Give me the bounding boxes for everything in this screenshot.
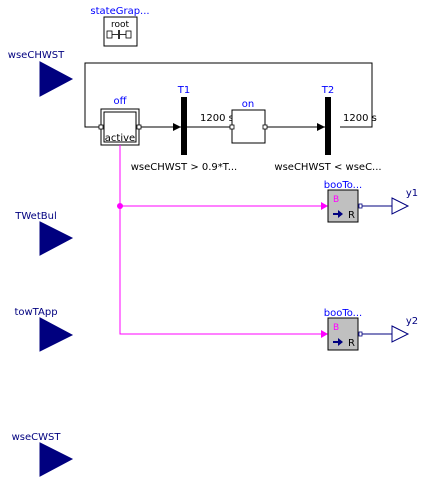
converter-2-arrow-icon	[333, 338, 343, 346]
transition-T2-arrow	[317, 123, 325, 131]
converter-2-box	[327, 317, 359, 351]
output-y1[interactable]: y1	[391, 188, 418, 215]
stategraph-box	[103, 16, 138, 47]
step-off[interactable]: off active	[98, 96, 142, 146]
loop-back-connection	[84, 62, 373, 128]
wire-active-to-converter-2	[119, 145, 322, 335]
input-TWetBul[interactable]: TWetBul	[14, 211, 74, 256]
converter-1-box	[327, 189, 359, 223]
transition-T1[interactable]: T1 1200 s wseCHWST > 0.9*T...	[131, 85, 237, 173]
input-wseCHWST[interactable]: wseCHWST	[8, 50, 74, 97]
step-on-in-port	[229, 124, 235, 130]
transition-T2-bar	[325, 97, 331, 155]
converter-2-name: booTo...	[324, 308, 362, 319]
input-wseCHWST-triangle	[39, 61, 74, 97]
transition-T1-name: T1	[177, 85, 190, 96]
output-y2-triangle	[391, 325, 410, 343]
converter-2-input-arrow	[321, 330, 328, 338]
step-off-active-label: active	[105, 133, 135, 144]
converter-1-out-port	[358, 203, 363, 209]
stategraph-icon	[106, 30, 132, 39]
stategraph-root-block[interactable]: stateGrap... root	[90, 6, 150, 47]
converter-booToReal-1[interactable]: booTo... B R	[324, 180, 392, 223]
transition-T1-condition: wseCHWST > 0.9*T...	[131, 162, 237, 173]
step-off-out-port	[136, 124, 142, 130]
step-on[interactable]: on	[229, 99, 268, 144]
input-towTApp[interactable]: towTApp	[14, 307, 74, 352]
transition-T2[interactable]: T2 1200 s wseCHWST < wseC...	[274, 85, 381, 173]
converter-booToReal-2[interactable]: booTo... B R	[324, 308, 392, 351]
step-on-box	[231, 109, 266, 144]
step-on-out-port	[262, 124, 268, 130]
output-y2-label: y2	[406, 316, 418, 327]
input-wseCHWST-label: wseCHWST	[8, 50, 65, 61]
output-y1-triangle	[391, 197, 410, 215]
converter-1-out-label: R	[348, 210, 355, 221]
converter-2-in-label: B	[333, 323, 339, 333]
transition-T2-delay: 1200 s	[343, 113, 377, 124]
transition-T1-bar	[181, 97, 187, 155]
input-TWetBul-label: TWetBul	[14, 211, 56, 222]
input-wseCWST[interactable]: wseCWST	[12, 432, 74, 477]
input-wseCWST-label: wseCWST	[12, 432, 62, 443]
step-off-inner-box	[103, 111, 137, 143]
converter-1-input-arrow	[321, 202, 328, 210]
input-wseCWST-triangle	[39, 442, 74, 477]
converter-2-out-label: R	[348, 338, 355, 349]
converter-2-out-port	[358, 331, 363, 337]
step-off-name: off	[113, 96, 127, 107]
converter-1-name: booTo...	[324, 180, 362, 191]
input-TWetBul-triangle	[39, 221, 74, 256]
converter-1-in-label: B	[333, 195, 339, 205]
input-towTApp-triangle	[39, 317, 74, 352]
input-towTApp-label: towTApp	[14, 307, 57, 318]
output-y1-label: y1	[406, 188, 418, 199]
stategraph-name: stateGrap...	[90, 6, 149, 17]
transition-T1-delay: 1200 s	[200, 113, 234, 124]
transition-T1-arrow	[173, 123, 181, 131]
step-off-in-port	[98, 124, 104, 130]
converter-1-arrow-icon	[333, 210, 343, 218]
stategraph-label: root	[111, 20, 130, 30]
step-on-name: on	[242, 99, 254, 110]
boolean-signal-wires	[117, 145, 328, 338]
transition-T2-condition: wseCHWST < wseC...	[274, 162, 381, 173]
transition-T2-name: T2	[321, 85, 334, 96]
output-y2[interactable]: y2	[391, 316, 418, 343]
wire-junction-dot	[117, 203, 123, 209]
